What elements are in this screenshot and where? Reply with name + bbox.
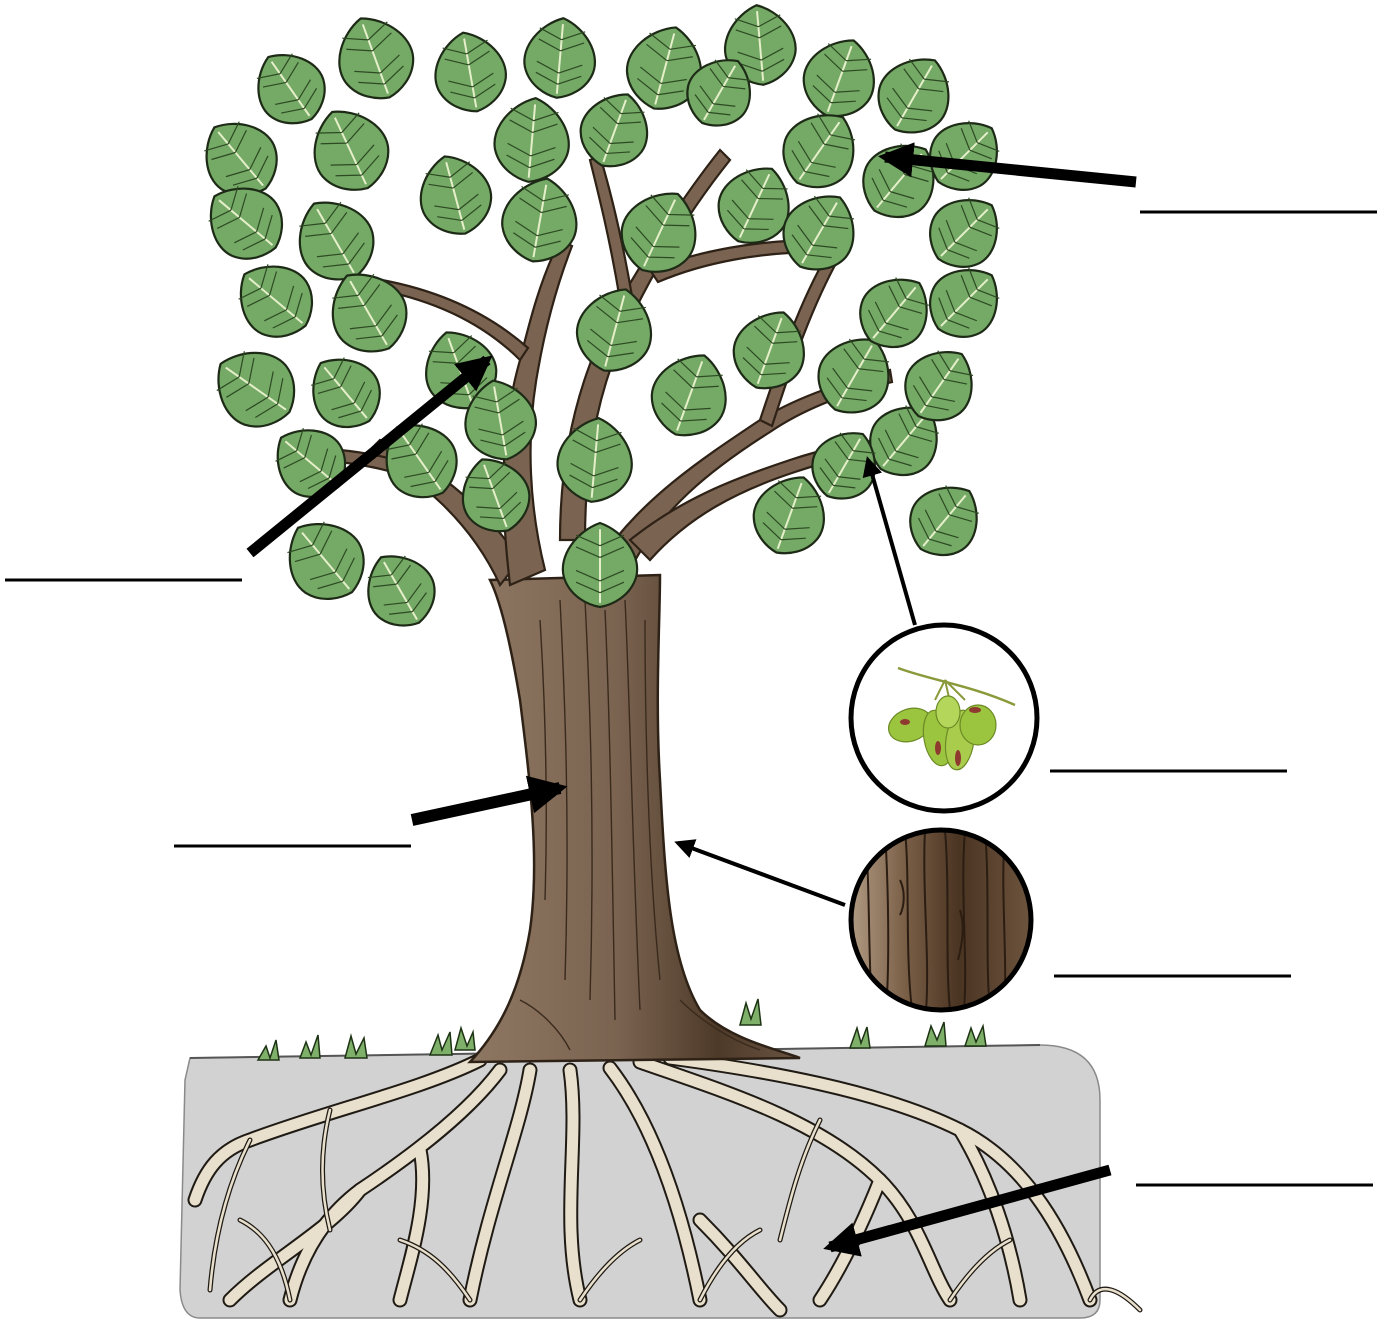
leaf xyxy=(428,27,511,118)
arrow-to-seeds xyxy=(868,460,915,625)
leaf xyxy=(568,280,662,380)
arrow-to-bark xyxy=(678,843,845,905)
leaf xyxy=(895,470,995,571)
leaf xyxy=(295,342,395,443)
tree-trunk xyxy=(470,575,800,1062)
bark-inset xyxy=(851,830,1031,1010)
leaf xyxy=(352,541,448,640)
leaf xyxy=(521,15,598,101)
leaf xyxy=(411,147,500,242)
leaf xyxy=(496,172,584,268)
seed-inset xyxy=(851,625,1037,811)
leaf xyxy=(199,333,310,442)
leaf xyxy=(326,6,425,110)
leaf xyxy=(793,28,887,127)
leaf xyxy=(641,343,740,447)
leaf xyxy=(491,95,572,185)
soil xyxy=(180,1045,1100,1318)
